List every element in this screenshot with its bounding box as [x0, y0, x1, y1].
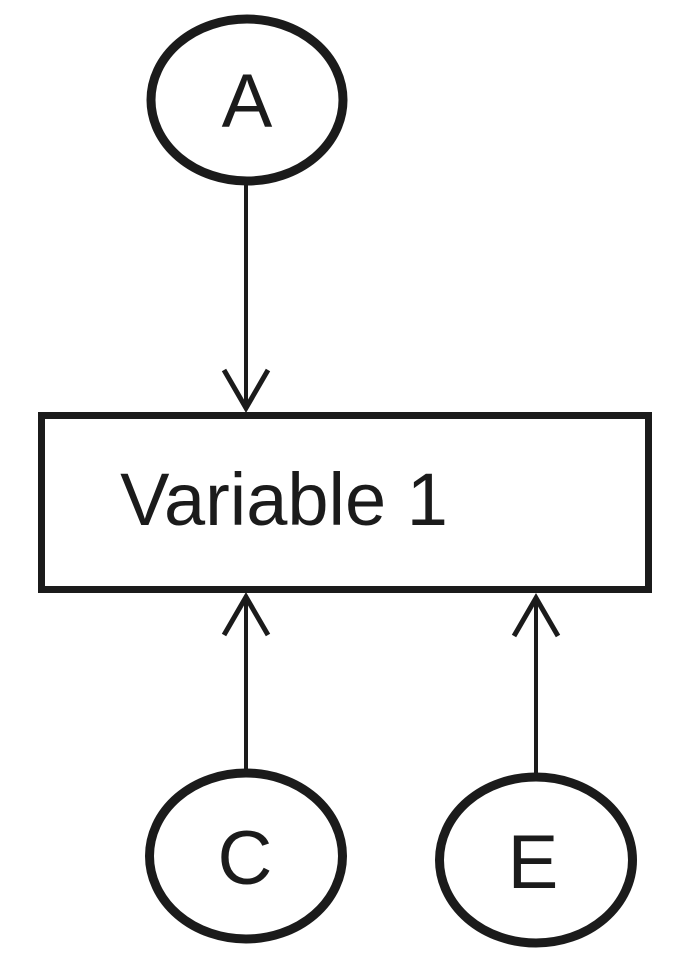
arrowhead-down-icon — [221, 368, 271, 413]
node-e-label: E — [508, 820, 559, 905]
edge-c-to-variable1 — [221, 592, 271, 772]
node-variable1-rect — [38, 412, 652, 593]
node-c-circle — [145, 768, 347, 944]
node-variable1: Variable 1 — [38, 412, 652, 593]
arrowhead-up-icon — [511, 593, 561, 638]
node-variable1-label: Variable 1 — [120, 458, 448, 541]
node-c-label: C — [218, 816, 273, 901]
node-c: C — [145, 768, 347, 944]
node-a: A — [146, 14, 348, 186]
node-e: E — [435, 772, 637, 948]
node-a-circle — [146, 14, 348, 186]
arrowhead-up-icon — [221, 592, 271, 637]
node-e-circle — [435, 772, 637, 948]
edge-a-to-variable1 — [221, 184, 271, 413]
node-a-label: A — [222, 59, 273, 144]
edge-e-to-variable1 — [511, 593, 561, 777]
